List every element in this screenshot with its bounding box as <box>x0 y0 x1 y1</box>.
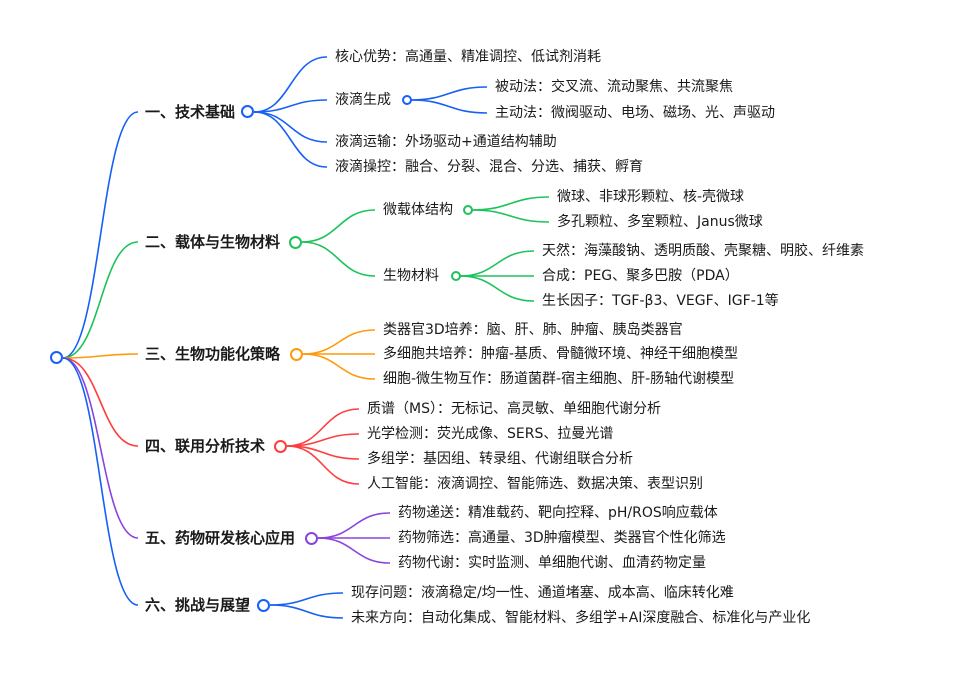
node-microcarrier-structure[interactable]: 微载体结构 <box>383 202 453 218</box>
node-optical-detection[interactable]: 光学检测：荧光成像、SERS、拉曼光谱 <box>367 426 614 442</box>
node-passive-method[interactable]: 被动法：交叉流、流动聚焦、共流聚焦 <box>495 79 733 95</box>
node-drug-metabolism[interactable]: 药物代谢：实时监测、单细胞代谢、血清药物定量 <box>398 555 706 571</box>
node-synthetic[interactable]: 合成：PEG、聚多巴胺（PDA） <box>542 268 739 284</box>
branch-node-dot[interactable] <box>305 532 318 545</box>
branch-node-dot[interactable] <box>274 440 287 453</box>
connector-line <box>62 353 139 359</box>
node-droplet-generation[interactable]: 液滴生成 <box>335 92 391 108</box>
branch-node-dot[interactable] <box>289 236 302 249</box>
node-organoid-3d[interactable]: 类器官3D培养：脑、肝、肺、肿瘤、胰岛类器官 <box>383 322 683 338</box>
connector-line <box>269 592 344 606</box>
branch-biofunctionalization[interactable]: 三、生物功能化策略 <box>145 345 281 363</box>
connector-line <box>410 86 488 101</box>
connector-line <box>253 56 328 113</box>
connector-line <box>471 209 550 223</box>
node-ai[interactable]: 人工智能：液滴调控、智能筛选、数据决策、表型识别 <box>367 476 703 492</box>
node-dot[interactable] <box>402 95 412 105</box>
connector-line <box>253 99 328 113</box>
connector-line <box>471 196 550 211</box>
node-biomaterials[interactable]: 生物材料 <box>383 268 439 284</box>
branch-node-dot[interactable] <box>241 105 254 118</box>
node-natural[interactable]: 天然：海藻酸钠、透明质酸、壳聚糖、明胶、纤维素 <box>542 243 864 259</box>
connector-line <box>317 537 391 564</box>
branch-node-dot[interactable] <box>257 599 270 612</box>
connector-line <box>286 445 360 485</box>
connector-line <box>62 241 139 359</box>
node-growth-factors[interactable]: 生长因子：TGF-β3、VEGF、IGF-1等 <box>542 293 779 309</box>
connector-line <box>62 111 139 359</box>
node-multiomics[interactable]: 多组学：基因组、转录组、代谢组联合分析 <box>367 451 633 467</box>
connector-line <box>459 275 535 302</box>
connector-line <box>317 512 391 539</box>
connector-line <box>62 357 139 606</box>
connector-line <box>62 357 139 447</box>
branch-node-dot[interactable] <box>290 348 303 361</box>
connector-line <box>62 357 139 539</box>
node-future-directions[interactable]: 未来方向：自动化集成、智能材料、多组学+AI深度融合、标准化与产业化 <box>351 610 811 626</box>
connector-line <box>410 99 488 114</box>
connector-line <box>286 408 360 447</box>
connector-line <box>269 604 344 619</box>
node-multicell-coculture[interactable]: 多细胞共培养：肿瘤-基质、骨髓微环境、神经干细胞模型 <box>383 346 739 362</box>
branch-analysis-techniques[interactable]: 四、联用分析技术 <box>145 437 266 455</box>
connector-line <box>459 250 535 277</box>
connector-line <box>301 209 376 243</box>
branch-challenges-outlook[interactable]: 六、挑战与展望 <box>145 596 251 614</box>
connector-line <box>253 111 328 168</box>
branch-carriers-biomaterials[interactable]: 二、载体与生物材料 <box>145 233 281 251</box>
node-core-advantage[interactable]: 核心优势：高通量、精准调控、低试剂消耗 <box>335 49 601 65</box>
node-droplet-transport[interactable]: 液滴运输：外场驱动+通道结构辅助 <box>335 134 557 150</box>
node-drug-delivery[interactable]: 药物递送：精准载药、靶向控释、pH/ROS响应载体 <box>398 505 718 521</box>
node-dot[interactable] <box>451 271 461 281</box>
node-drug-screening[interactable]: 药物筛选：高通量、3D肿瘤模型、类器官个性化筛选 <box>398 530 726 546</box>
connector-line <box>302 353 376 380</box>
branch-tech-foundation[interactable]: 一、技术基础 <box>145 103 236 121</box>
node-active-method[interactable]: 主动法：微阀驱动、电场、磁场、光、声驱动 <box>495 105 775 121</box>
node-porous-particles[interactable]: 多孔颗粒、多室颗粒、Janus微球 <box>557 214 763 230</box>
branch-drug-development[interactable]: 五、药物研发核心应用 <box>145 529 296 547</box>
connector-line <box>253 111 328 143</box>
connector-line <box>301 241 376 277</box>
node-mass-spec[interactable]: 质谱（MS）：无标记、高灵敏、单细胞代谢分析 <box>367 401 661 417</box>
node-current-issues[interactable]: 现存问题：液滴稳定/均一性、通道堵塞、成本高、临床转化难 <box>351 585 734 601</box>
node-cell-microbe[interactable]: 细胞-微生物互作：肠道菌群-宿主细胞、肝-肠轴代谢模型 <box>383 371 735 387</box>
root-node[interactable] <box>50 351 63 364</box>
node-microspheres[interactable]: 微球、非球形颗粒、核-壳微球 <box>557 189 745 205</box>
node-dot[interactable] <box>463 205 473 215</box>
node-droplet-manipulation[interactable]: 液滴操控：融合、分裂、混合、分选、捕获、孵育 <box>335 159 643 175</box>
connector-line <box>302 329 376 355</box>
